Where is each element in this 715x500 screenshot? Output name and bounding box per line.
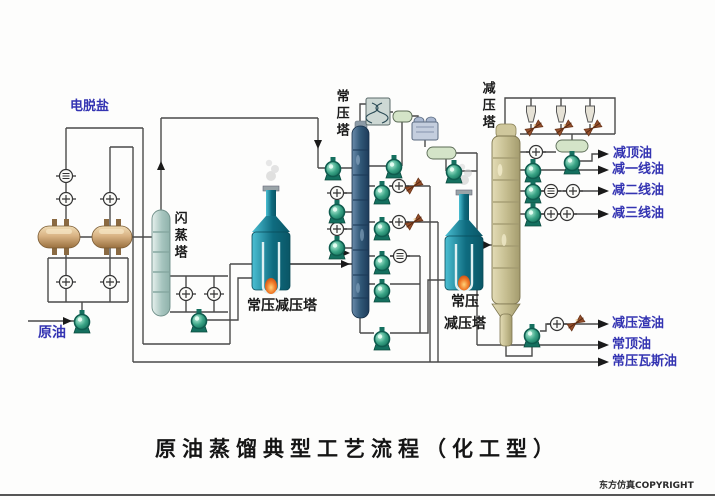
desalter-label: 电脱盐	[70, 99, 110, 114]
desalter-drum-2	[91, 219, 133, 255]
product-label-vac-residue: 减压渣油	[612, 316, 665, 331]
diagram-title: 原油蒸馏典型工艺流程（化工型）	[155, 436, 560, 461]
condenser	[365, 97, 391, 126]
product-label-vac-line3-oil: 减三线油	[612, 206, 665, 221]
product-label-atm-gas-oil: 常压瓦斯油	[612, 354, 678, 369]
bottom-rule	[0, 494, 715, 496]
product-label-atm-top-oil: 常顶油	[612, 337, 652, 352]
vacuum-tower-label: 减压塔	[479, 81, 495, 132]
copyright-text: 东方仿真COPYRIGHT	[599, 481, 694, 491]
vacuum-column	[491, 123, 521, 347]
ejector-2	[556, 105, 566, 123]
product-label-vac-line2-oil: 减二线油	[612, 183, 665, 198]
crude-oil-label: 原油	[38, 325, 66, 341]
atmospheric-tower-label: 常压塔	[333, 89, 349, 140]
furnace-left-label: 常压减压塔	[247, 298, 317, 314]
furnace-right-label-line1: 常压	[451, 294, 479, 310]
air-cooler	[411, 116, 439, 141]
ejector-1	[526, 105, 536, 123]
ejector-3	[585, 105, 595, 123]
furnace-atmospheric	[251, 159, 291, 295]
product-label-vac-line1-oil: 减一线油	[612, 162, 665, 177]
furnace-vacuum	[444, 163, 484, 292]
vacuum-top-drum	[555, 139, 589, 153]
flow-arrows	[63, 140, 609, 367]
product-label-vac-top-oil: 减顶油	[613, 146, 653, 161]
reflux-drum-2	[426, 146, 457, 160]
atmospheric-column	[351, 120, 370, 319]
desalter-drum-1	[37, 219, 81, 255]
furnace-right-label-line2: 减压塔	[444, 316, 486, 332]
reflux-drum-1	[392, 110, 413, 123]
flash-tower-label: 闪蒸塔	[171, 211, 187, 262]
flash-column	[151, 209, 171, 317]
